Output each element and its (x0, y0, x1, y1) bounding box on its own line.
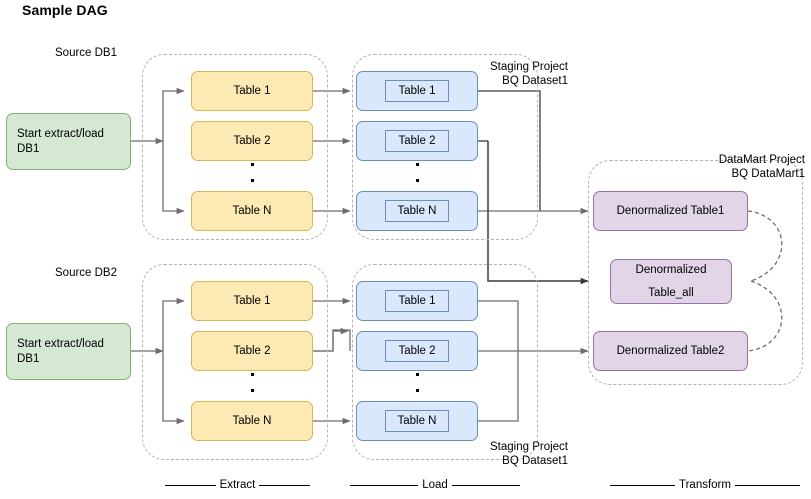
phase-extract: Extract (165, 477, 310, 493)
extract-db1-ellipsis (247, 163, 257, 182)
extract-db2-table-n[interactable]: Table N (191, 401, 313, 441)
extract-db2-table-1[interactable]: Table 1 (191, 281, 313, 321)
source-db2-label: Source DB2 (55, 267, 118, 279)
staging-label-bottom-line2: BQ Dataset1 (502, 455, 568, 467)
zone-load-db1 (352, 54, 538, 240)
load-db1-ellipsis (412, 163, 422, 182)
extract-db1-table-n[interactable]: Table N (191, 191, 313, 231)
load-db2-ellipsis (412, 373, 422, 392)
extract-db1-table-1[interactable]: Table 1 (191, 71, 313, 111)
load-db2-table-2[interactable]: Table 2 (356, 331, 478, 371)
staging-label-top-line2: BQ Dataset1 (502, 75, 568, 87)
datamart-label-line1: DataMart Project (718, 154, 805, 166)
phase-transform: Transform (610, 477, 800, 493)
denormalized-table1[interactable]: Denormalized Table1 (593, 191, 748, 231)
load-db2-table-n-inner: Table N (385, 410, 449, 432)
denormalized-table2-label: Denormalized Table2 (616, 344, 725, 357)
denormalized-table-all-line1: Denormalized (635, 263, 707, 276)
denormalized-table-all-line2: Table_all (648, 286, 694, 299)
start-node-db1-line1: Start extract/load (17, 127, 104, 140)
staging-label-top: Staging Project BQ Dataset1 (440, 60, 568, 88)
start-node-db2-line1: Start extract/load (17, 337, 104, 350)
load-db2-table-n[interactable]: Table N (356, 401, 478, 441)
phase-extract-label: Extract (215, 479, 260, 491)
staging-label-bottom-line1: Staging Project (490, 441, 568, 453)
datamart-label: DataMart Project BQ DataMart1 (660, 153, 805, 181)
source-db1-label: Source DB1 (55, 47, 118, 59)
denormalized-table2[interactable]: Denormalized Table2 (593, 331, 748, 371)
extract-db2-ellipsis (247, 373, 257, 392)
datamart-label-line2: BQ DataMart1 (731, 168, 806, 180)
extract-db1-table-2[interactable]: Table 2 (191, 121, 313, 161)
load-db1-table-n[interactable]: Table N (356, 191, 478, 231)
extract-db2-table-2[interactable]: Table 2 (191, 331, 313, 371)
zone-datamart (588, 160, 803, 385)
phase-transform-label: Transform (675, 479, 735, 491)
phase-load: Load (350, 477, 520, 493)
staging-label-bottom: Staging Project BQ Dataset1 (440, 440, 568, 468)
load-db2-table-1[interactable]: Table 1 (356, 281, 478, 321)
load-db1-table-n-inner: Table N (385, 200, 449, 222)
load-db1-table-1-inner: Table 1 (385, 80, 449, 102)
start-node-db1-line2: DB1 (17, 142, 40, 155)
staging-label-top-line1: Staging Project (490, 61, 568, 73)
denormalized-table1-label: Denormalized Table1 (616, 204, 725, 217)
phase-load-label: Load (418, 479, 452, 491)
zone-load-db2 (352, 264, 538, 460)
load-db2-table-2-inner: Table 2 (385, 340, 449, 362)
page-title: Sample DAG (22, 2, 108, 18)
zone-extract-db2 (142, 264, 328, 460)
load-db1-table-1[interactable]: Table 1 (356, 71, 478, 111)
start-node-db2-line2: DB1 (17, 352, 40, 365)
load-db2-table-1-inner: Table 1 (385, 290, 449, 312)
denormalized-table-all[interactable]: Denormalized Table_all (610, 259, 732, 304)
load-db1-table-2-inner: Table 2 (385, 130, 449, 152)
load-db1-table-2[interactable]: Table 2 (356, 121, 478, 161)
start-node-db2[interactable]: Start extract/load DB1 (6, 323, 131, 380)
zone-extract-db1 (142, 54, 328, 240)
start-node-db1[interactable]: Start extract/load DB1 (6, 113, 131, 170)
